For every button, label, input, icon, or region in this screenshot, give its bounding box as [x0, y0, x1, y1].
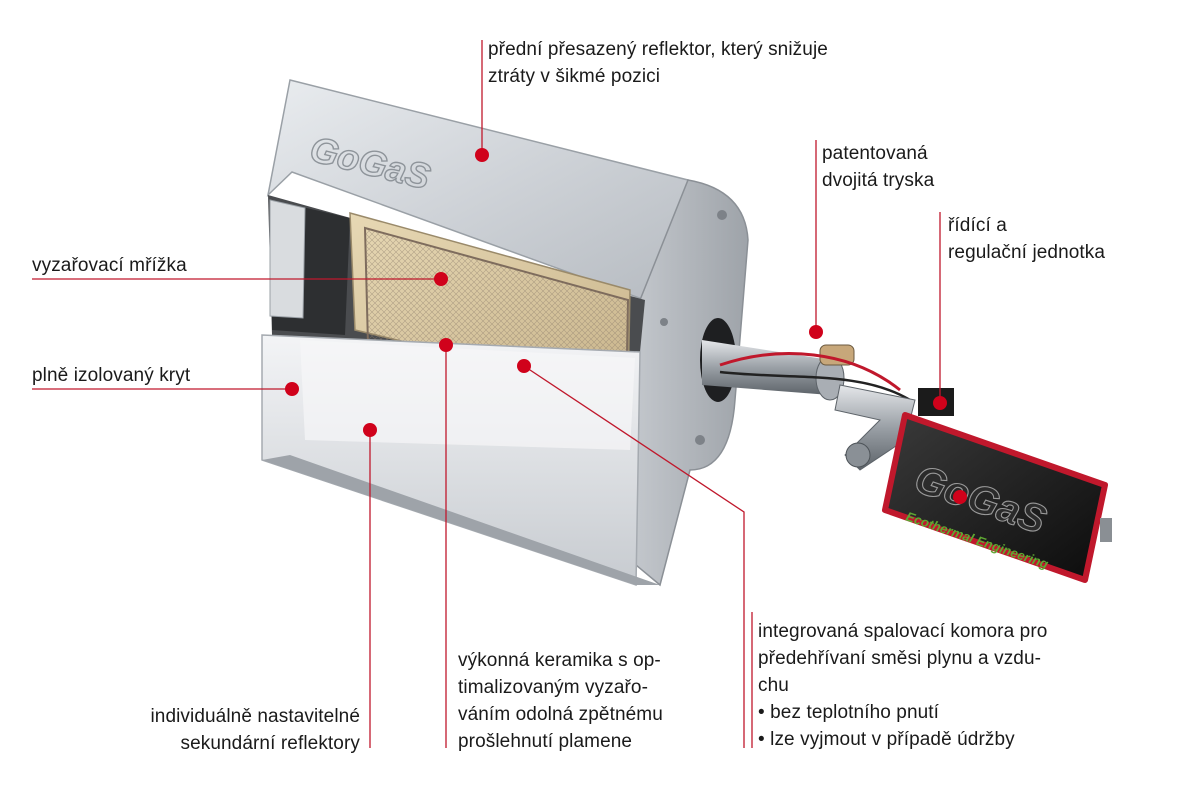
callout-dots	[285, 148, 947, 437]
left-secondary-reflector	[269, 199, 306, 319]
nozzle-assembly	[702, 340, 916, 471]
label-nozzle: patentovaná dvojitá tryska	[822, 140, 934, 194]
dot-radiant-grid	[434, 272, 448, 286]
label-line: sekundární reflektory	[180, 733, 360, 754]
label-line: prošlehnutí plamene	[458, 731, 633, 752]
heater-end-cap	[629, 179, 749, 587]
label-insulated-cover: plně izolovaný kryt	[32, 362, 190, 389]
label-line: integrovaná spalovací komora pro	[758, 621, 1048, 642]
label-radiant-grid: vyzařovací mřížka	[32, 252, 187, 279]
label-line: individuálně nastavitelné	[150, 706, 360, 727]
leader-chamber-a	[523, 365, 745, 748]
label-line: přední přesazený reflektor, který snižuj…	[488, 39, 828, 60]
label-line: váním odolná zpětnému	[458, 704, 663, 725]
label-line: plně izolovaný kryt	[32, 365, 191, 386]
label-line: chu	[758, 675, 789, 696]
label-line: předehřívaní směsi plynu a vzdu-	[758, 648, 1042, 669]
dot-combustion-chamber	[517, 359, 531, 373]
heater-illustration: GoGaS	[261, 79, 749, 587]
dot-nozzle	[809, 325, 823, 339]
control-unit: GoGaS Ecothermal Engineering	[882, 388, 1112, 583]
label-control-unit: řídící a regulační jednotka	[948, 212, 1105, 266]
label-ceramic: výkonná keramika s op- timalizovaným vyz…	[458, 647, 663, 755]
label-line: • bez teplotního pnutí	[758, 702, 940, 723]
label-secondary-reflectors: individuálně nastavitelné sekundární ref…	[150, 703, 360, 757]
dot-front-reflector	[475, 148, 489, 162]
label-line: timalizovaným vyzařo-	[458, 677, 649, 698]
label-line: vyzařovací mřížka	[32, 255, 187, 276]
label-front-reflector: přední přesazený reflektor, který snižuj…	[488, 36, 828, 90]
label-line: řídící a	[948, 215, 1007, 236]
label-line: • lze vyjmout v případě údržby	[758, 729, 1015, 750]
dot-ceramic	[439, 338, 453, 352]
dot-control-unit	[933, 396, 947, 410]
dot-insulated-cover	[285, 382, 299, 396]
label-line: výkonná keramika s op-	[458, 650, 661, 671]
label-line: ztráty v šikmé pozici	[488, 66, 661, 87]
label-line: dvojitá tryska	[822, 170, 935, 191]
dot-secondary-reflector	[363, 423, 377, 437]
label-line: patentovaná	[822, 143, 928, 164]
label-combustion-chamber: integrovaná spalovací komora pro předehř…	[758, 618, 1047, 753]
leader-lines	[32, 40, 941, 748]
label-line: regulační jednotka	[948, 242, 1106, 263]
